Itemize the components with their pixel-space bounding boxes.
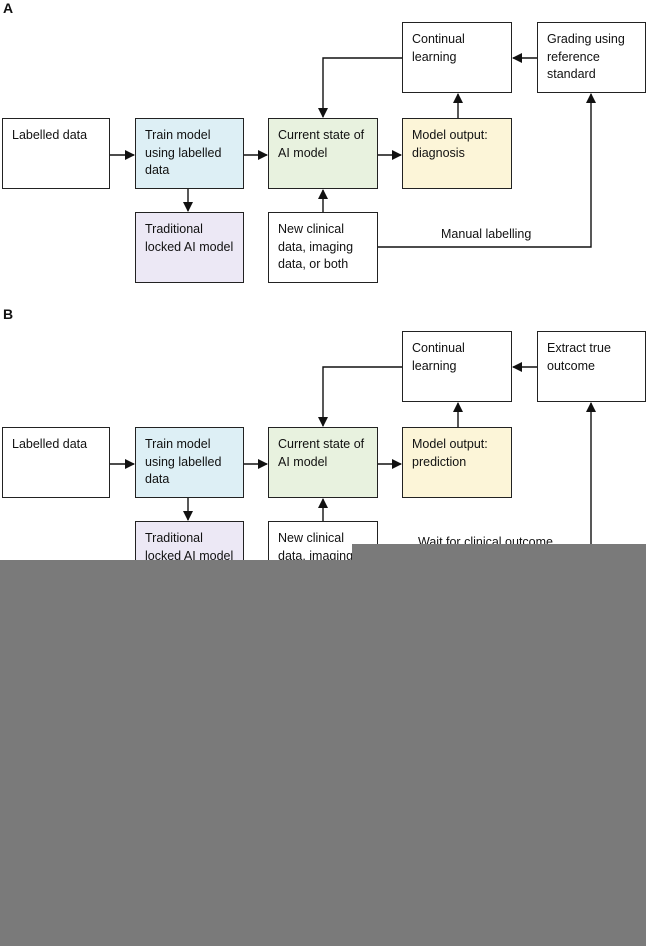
b-model-output-box: Model output: prediction	[402, 427, 512, 498]
b-current-state-box: Current state of AI model	[268, 427, 378, 498]
a-labelled-data-box: Labelled data	[2, 118, 110, 189]
a-train-model-box: Train model using labelled data	[135, 118, 244, 189]
a-continual-learning-box: Continual learning	[402, 22, 512, 93]
a-model-output-box: Model output: diagnosis	[402, 118, 512, 189]
panel-a-label: A	[3, 0, 14, 16]
b-labelled-data-box: Labelled data	[2, 427, 110, 498]
a-traditional-locked-box: Traditional locked AI model	[135, 212, 244, 283]
a-arrow-new-to-grading	[378, 93, 596, 248]
redaction-overlay-main	[0, 560, 646, 946]
a-arrow-learning-to-current	[318, 57, 402, 118]
a-current-state-box: Current state of AI model	[268, 118, 378, 189]
panel-b-label: B	[3, 306, 14, 322]
redaction-overlay-top	[352, 544, 646, 560]
b-arrow-learning-to-current	[318, 366, 402, 427]
b-continual-learning-box: Continual learning	[402, 331, 512, 402]
b-extract-outcome-box: Extract true outcome	[537, 331, 646, 402]
a-grading-box: Grading using reference standard	[537, 22, 646, 93]
a-manual-labelling-label: Manual labelling	[441, 227, 532, 241]
b-train-model-box: Train model using labelled data	[135, 427, 244, 498]
a-new-clinical-data-box: New clinical data, imaging data, or both	[268, 212, 378, 283]
